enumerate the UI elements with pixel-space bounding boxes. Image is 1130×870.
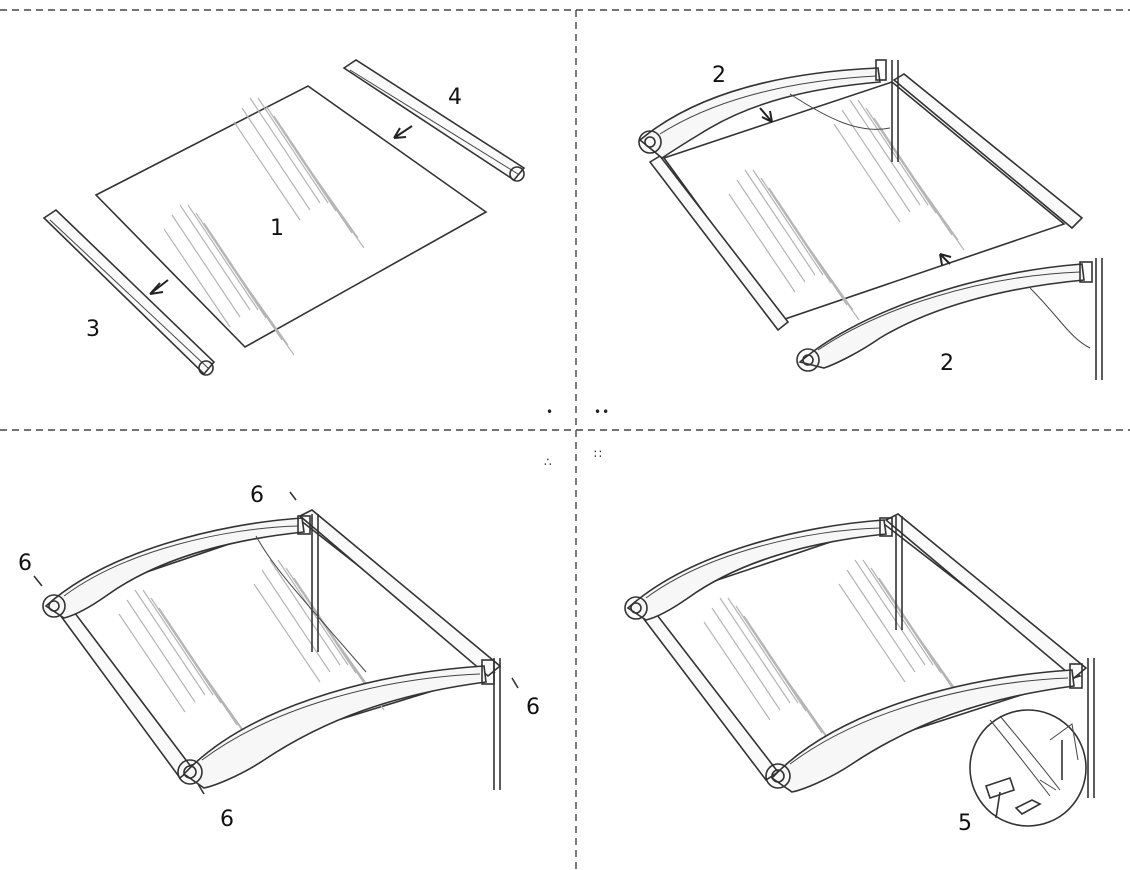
arrow-insert-left: [149, 279, 169, 295]
rail-back: [884, 513, 1088, 680]
screw-top: [289, 491, 297, 501]
polycarbonate-sheet: [94, 85, 488, 348]
arm-bottom: [796, 258, 1103, 380]
panel-1-marker: •: [546, 405, 554, 419]
arm-top: [624, 516, 903, 630]
label-screw-left: 6: [18, 551, 32, 576]
panel-2-marker: ••: [594, 405, 610, 419]
screw-right: [511, 677, 519, 689]
label-arm-top: 2: [712, 63, 726, 88]
arrow-arm-top: [759, 107, 773, 123]
label-screw-bottom: 6: [220, 807, 234, 832]
panel-3-marker: ∴: [544, 455, 553, 469]
rail-front: [50, 594, 194, 780]
label-sheet: 1: [270, 216, 284, 241]
label-tool: 5: [958, 811, 972, 836]
label-arm-bottom: 2: [940, 351, 954, 376]
panel-3-screws: 6 6 6 6 ∴: [18, 455, 553, 832]
detail-magnifier: [969, 709, 1087, 827]
arm-top: [638, 59, 899, 162]
rail-right: [342, 59, 526, 182]
arm-bottom: [177, 658, 501, 790]
panel-1-sheet-and-rails: 1 3 4 •: [42, 59, 554, 419]
rail-right: [892, 73, 1084, 230]
rail-left: [42, 208, 216, 376]
label-screw-right: 6: [526, 695, 540, 720]
label-rail-right: 4: [448, 85, 462, 110]
screw-left: [33, 575, 43, 587]
panel-4-marker: ∷: [594, 447, 603, 461]
arrow-arm-bottom: [939, 253, 952, 266]
rail-left: [648, 154, 790, 332]
panel-2-attach-arms: 2 2 ••: [594, 59, 1103, 419]
rail-back: [298, 509, 502, 678]
label-screw-top: 6: [250, 483, 264, 508]
arrow-insert-right: [393, 125, 413, 139]
arm-bottom: [765, 658, 1095, 798]
screw-bottom: [197, 783, 205, 795]
wall-plug-icon: [1014, 799, 1042, 815]
panel-4-wall-mount: 5 ∷: [594, 447, 1095, 836]
arm-top: [42, 514, 367, 673]
label-rail-left: 3: [86, 317, 100, 342]
hammer-icon: [984, 776, 1016, 800]
